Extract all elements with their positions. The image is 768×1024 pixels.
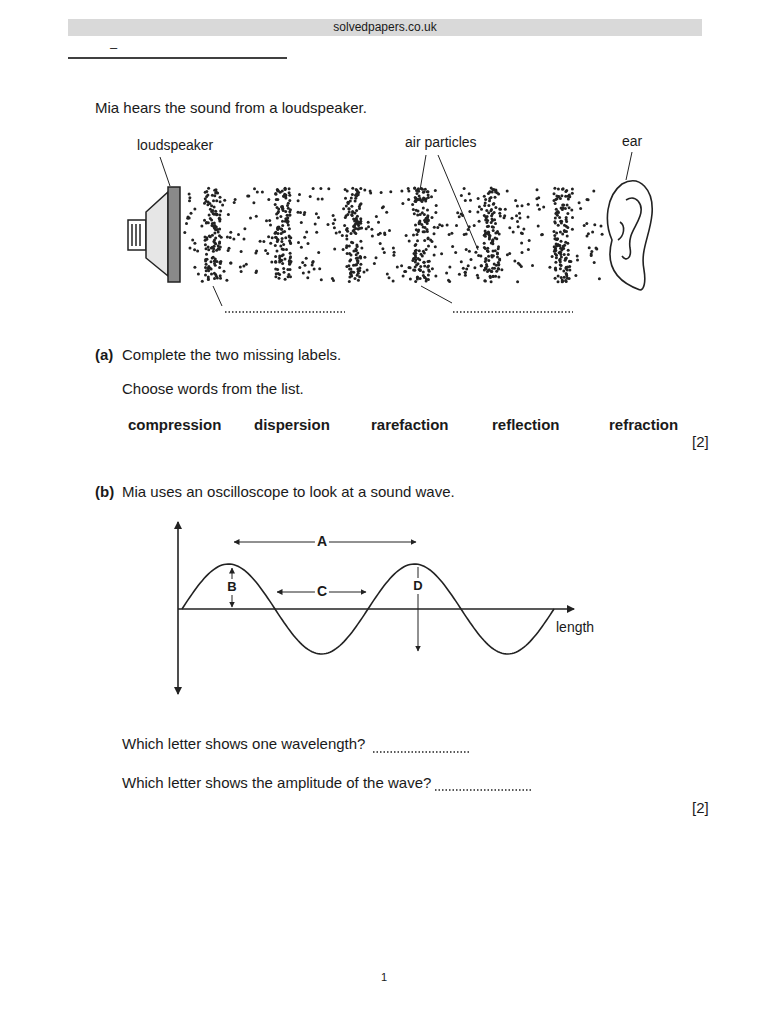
graph-letter: C xyxy=(315,583,329,600)
mark-allocation: [2] xyxy=(692,433,709,451)
question-text: Which letter shows the amplitude of the … xyxy=(122,774,431,792)
part-label: air particles xyxy=(405,134,477,151)
name-line xyxy=(68,57,287,59)
oscilloscope-graph xyxy=(178,522,574,694)
part-label: loudspeaker xyxy=(137,137,213,154)
word-choice: compression xyxy=(128,416,221,434)
word-choice: reflection xyxy=(492,416,560,434)
axis-label: length xyxy=(556,619,594,636)
graph-letter: B xyxy=(225,579,238,595)
graph-letter: D xyxy=(411,578,424,594)
graph-letter: A xyxy=(315,533,329,550)
question-number: (a) xyxy=(95,346,113,364)
question-text: Which letter shows one wavelength? xyxy=(122,735,365,753)
air-particles xyxy=(183,187,603,284)
header-bar xyxy=(68,19,702,36)
word-choice: refraction xyxy=(609,416,678,434)
question-text: Mia uses an oscilloscope to look at a so… xyxy=(122,483,455,501)
question-number: (b) xyxy=(95,483,114,501)
loudspeaker-symbol xyxy=(128,187,180,282)
header-text: solvedpapers.co.uk xyxy=(333,20,436,34)
name-dash: – xyxy=(110,40,117,56)
ear-symbol xyxy=(607,181,652,290)
leader-lines xyxy=(160,152,632,306)
mark-allocation: [2] xyxy=(692,799,709,817)
question-text: Mia hears the sound from a loudspeaker. xyxy=(95,99,367,117)
word-choice: rarefaction xyxy=(371,416,449,434)
question-text: Choose words from the list. xyxy=(122,380,304,398)
question-text: Complete the two missing labels. xyxy=(122,346,341,364)
part-label: ear xyxy=(622,133,642,150)
page-number: 1 xyxy=(381,971,387,984)
word-choice: dispersion xyxy=(254,416,330,434)
dimension-arrows xyxy=(232,542,418,651)
